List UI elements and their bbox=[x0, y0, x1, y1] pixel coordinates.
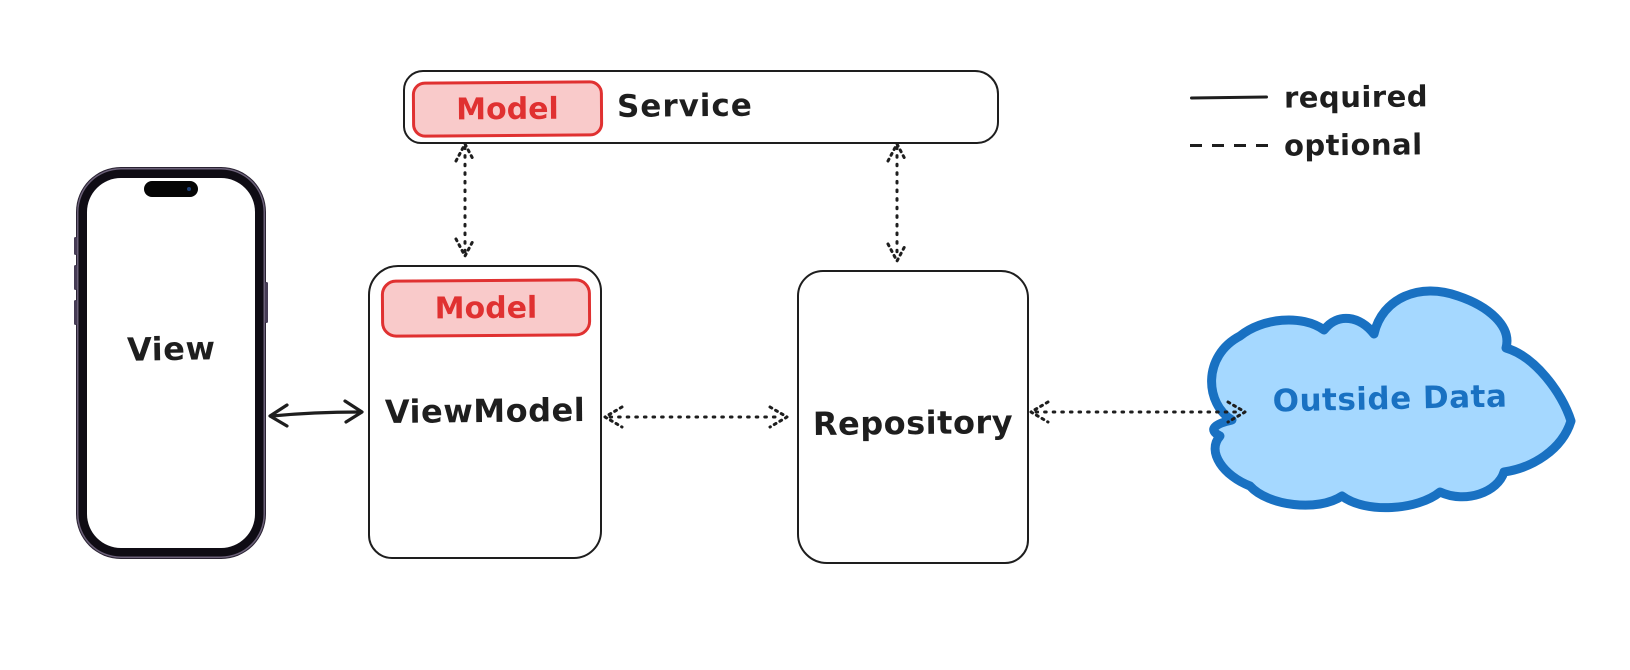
legend-item-required: required bbox=[1189, 79, 1429, 115]
node-repository: Repository bbox=[797, 270, 1029, 564]
legend-required-label: required bbox=[1283, 79, 1429, 115]
node-viewmodel: Model ViewModel bbox=[368, 265, 602, 559]
node-view-label: View bbox=[126, 329, 216, 369]
node-view-phone: View bbox=[74, 168, 268, 558]
node-viewmodel-label: ViewModel bbox=[384, 390, 586, 432]
node-outside-data-label: Outside Data bbox=[1272, 378, 1508, 420]
arrow-service-repository bbox=[886, 142, 908, 263]
solid-line-swatch bbox=[1189, 94, 1269, 100]
viewmodel-model-badge: Model bbox=[380, 278, 592, 338]
phone-screen: View bbox=[87, 178, 255, 548]
node-repository-label: Repository bbox=[812, 402, 1014, 444]
dashed-line-swatch bbox=[1190, 143, 1268, 147]
phone-volume-button bbox=[74, 265, 77, 290]
service-model-badge: Model bbox=[411, 80, 604, 138]
service-model-badge-label: Model bbox=[456, 91, 559, 127]
arrow-view-viewmodel bbox=[268, 399, 364, 428]
dynamic-island bbox=[144, 181, 198, 197]
arrow-viewmodel-repository bbox=[603, 405, 789, 429]
legend-item-optional: optional bbox=[1190, 127, 1428, 163]
outside-data-cloud-shape bbox=[1207, 286, 1576, 513]
arrow-service-viewmodel bbox=[454, 142, 476, 258]
arrow-repository-outside-data bbox=[1029, 400, 1247, 424]
phone-volume-button bbox=[74, 300, 77, 325]
legend: required optional bbox=[1189, 79, 1429, 178]
camera-dot bbox=[187, 187, 191, 191]
node-service-label: Service bbox=[616, 87, 754, 125]
phone-volume-button bbox=[74, 237, 77, 255]
legend-optional-label: optional bbox=[1283, 127, 1423, 163]
node-service: Model Service bbox=[403, 70, 999, 144]
viewmodel-model-badge-label: Model bbox=[434, 290, 538, 326]
phone-side-button bbox=[265, 282, 268, 323]
